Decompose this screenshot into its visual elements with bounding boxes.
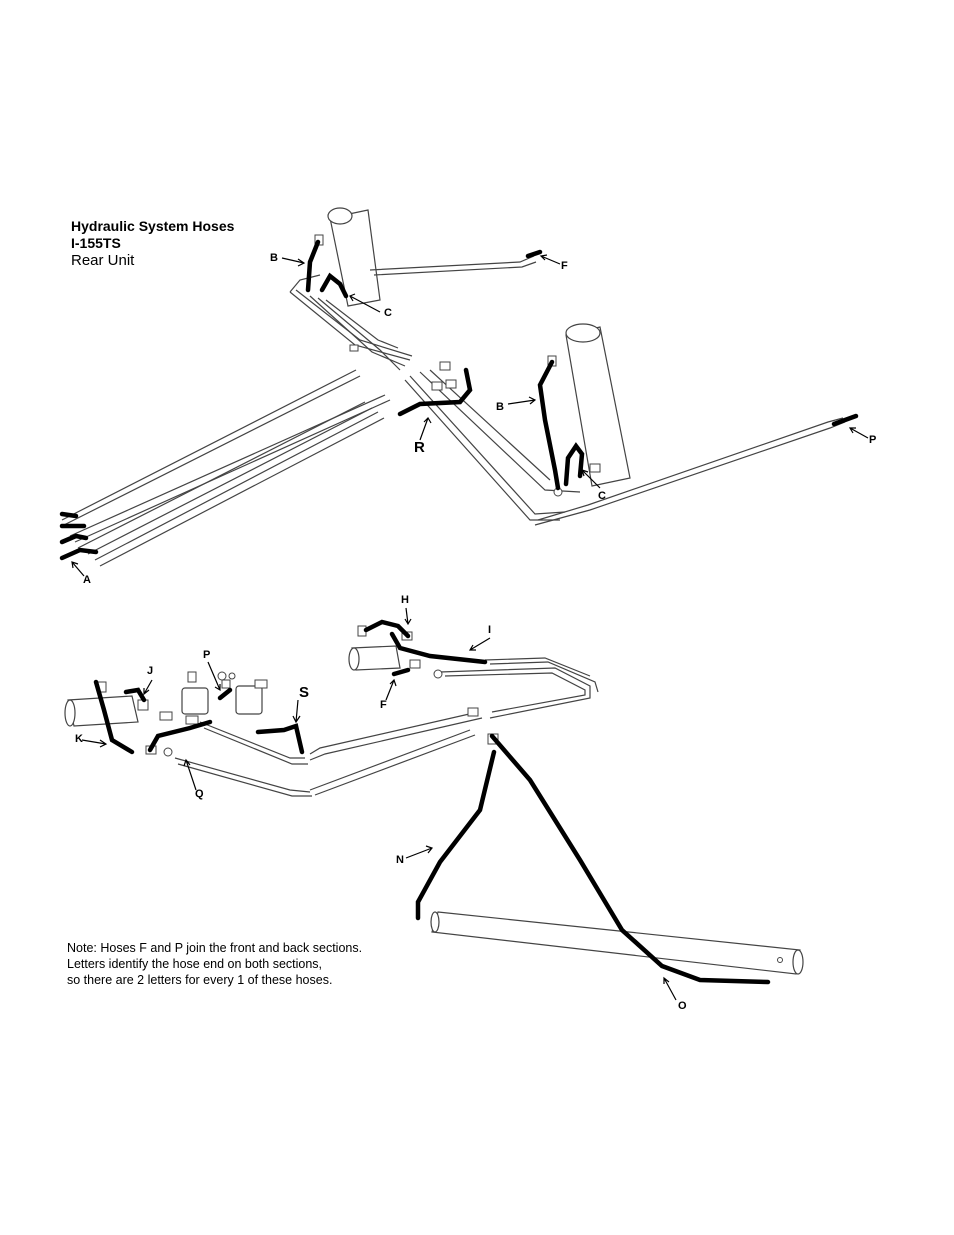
- label-front-n: N: [396, 855, 404, 866]
- note-line-1: Note: Hoses F and P join the front and b…: [67, 940, 362, 956]
- label-front-o: O: [678, 1001, 687, 1012]
- unit-name: Rear Unit: [71, 252, 234, 269]
- rear-hose-a4: [62, 550, 96, 558]
- label-rear-f: F: [561, 261, 568, 272]
- front-hose-f: [394, 670, 408, 674]
- model-number: I-155TS: [71, 235, 234, 252]
- front-hose-n: [418, 752, 494, 918]
- rear-hose-a3: [62, 536, 86, 542]
- label-rear-p: P: [869, 435, 876, 446]
- note-line-2: Letters identify the hose end on both se…: [67, 956, 362, 972]
- rear-hose-c2: [566, 446, 582, 484]
- rear-hose-a1: [62, 514, 76, 516]
- label-rear-r: R: [414, 440, 425, 455]
- label-front-h: H: [401, 595, 409, 606]
- rear-cylinder-1: [328, 208, 380, 306]
- rear-hose-f: [528, 252, 540, 256]
- front-cylinder-top: [349, 646, 400, 670]
- label-front-j: J: [147, 666, 153, 677]
- diagram-title: Hydraulic System Hoses: [71, 218, 234, 235]
- label-rear-c-1: C: [384, 308, 392, 319]
- label-front-p: P: [203, 650, 210, 661]
- label-rear-b-1: B: [270, 253, 278, 264]
- label-front-i: I: [488, 625, 491, 636]
- rear-hoses: [62, 242, 856, 558]
- label-front-k: K: [75, 734, 83, 745]
- label-front-f: F: [380, 700, 387, 711]
- rear-hose-b1: [308, 242, 318, 290]
- note-block: Note: Hoses F and P join the front and b…: [67, 940, 362, 988]
- label-rear-c-2: C: [598, 491, 606, 502]
- label-rear-a: A: [83, 575, 91, 586]
- note-line-3: so there are 2 letters for every 1 of th…: [67, 972, 362, 988]
- front-hose-q: [150, 722, 210, 750]
- label-front-q: Q: [195, 789, 204, 800]
- rear-arrows: [72, 255, 868, 576]
- rear-hose-b2: [540, 362, 558, 488]
- title-block: Hydraulic System Hoses I-155TS Rear Unit: [71, 218, 234, 269]
- label-rear-b-2: B: [496, 402, 504, 413]
- label-front-s: S: [299, 685, 309, 700]
- rear-cylinder-2: [566, 324, 630, 486]
- front-hose-p: [220, 690, 230, 698]
